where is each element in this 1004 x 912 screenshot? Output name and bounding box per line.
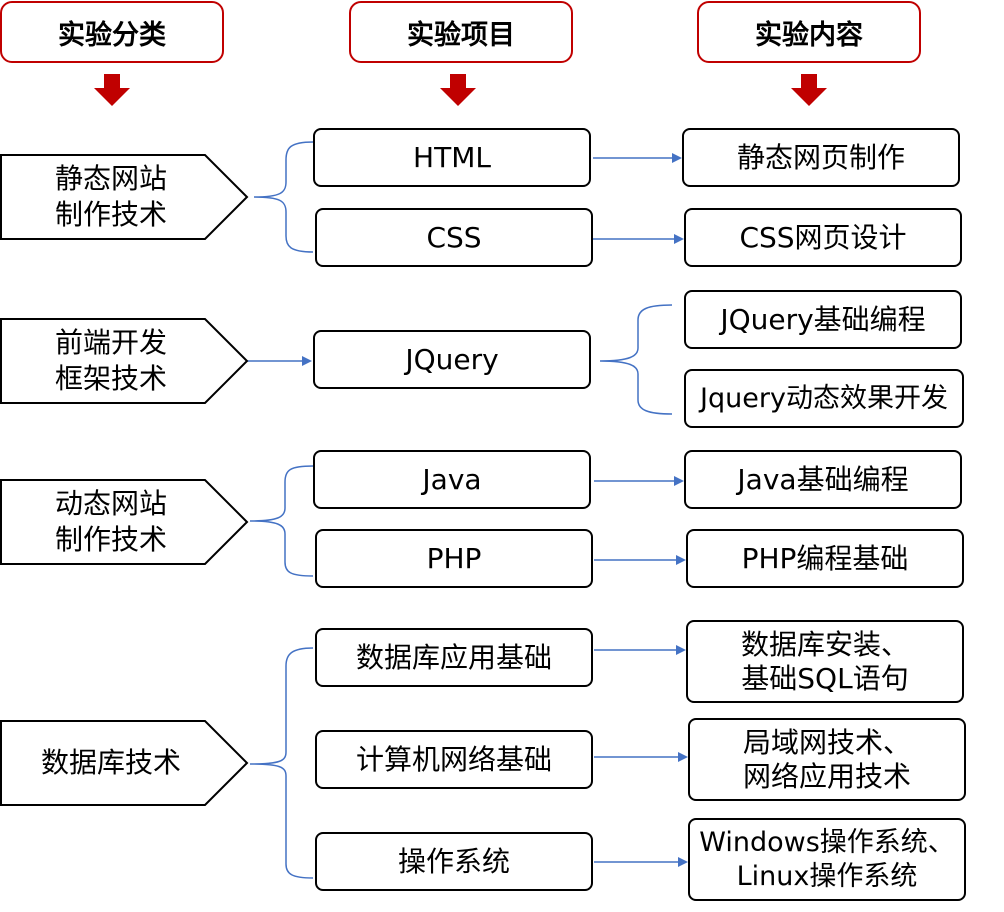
category-frontend: 前端开发 框架技术 — [0, 318, 250, 404]
project-network-basics: 计算机网络基础 — [315, 730, 593, 789]
bracket-database — [249, 647, 314, 879]
project-css: CSS — [315, 208, 593, 267]
project-html: HTML — [313, 128, 591, 187]
header-project: 实验项目 — [349, 1, 573, 63]
arrowhead-db — [676, 645, 686, 655]
content-php-basics: PHP编程基础 — [686, 529, 964, 588]
category-label: 动态网站 制作技术 — [54, 487, 167, 556]
category-label: 前端开发 框架技术 — [54, 326, 167, 395]
down-arrow-project — [440, 74, 476, 106]
category-label: 数据库技术 — [40, 746, 181, 779]
arrowhead-html — [672, 153, 682, 163]
content-lan-network: 局域网技术、 网络应用技术 — [688, 718, 966, 801]
category-static-web: 静态网站 制作技术 — [0, 154, 250, 240]
content-db-install-sql: 数据库安装、 基础SQL语句 — [686, 620, 964, 703]
content-jquery-effects: Jquery动态效果开发 — [684, 369, 964, 428]
arrowhead-network — [678, 752, 688, 762]
content-java-basics: Java基础编程 — [684, 450, 962, 509]
project-database-basics: 数据库应用基础 — [315, 628, 593, 687]
content-css-design: CSS网页设计 — [684, 208, 962, 267]
bracket-static — [253, 141, 314, 253]
project-java: Java — [313, 450, 591, 509]
content-jquery-basics: JQuery基础编程 — [684, 290, 962, 349]
arrowhead-jquery — [302, 356, 312, 366]
arrowhead-java — [674, 476, 684, 486]
header-content: 实验内容 — [697, 1, 921, 63]
category-label: 静态网站 制作技术 — [54, 162, 167, 231]
down-arrow-content — [791, 74, 827, 106]
down-arrow-category — [94, 74, 130, 106]
content-static-page: 静态网页制作 — [682, 128, 960, 187]
arrowhead-os — [678, 857, 688, 867]
bracket-dynamic — [249, 465, 314, 577]
bracket-jquery — [599, 304, 673, 415]
category-database: 数据库技术 — [0, 720, 250, 806]
header-category: 实验分类 — [0, 1, 224, 63]
project-jquery: JQuery — [313, 330, 591, 389]
category-dynamic-web: 动态网站 制作技术 — [0, 479, 250, 565]
project-php: PHP — [315, 529, 593, 588]
project-operating-system: 操作系统 — [315, 832, 593, 891]
content-windows-linux: Windows操作系统、 Linux操作系统 — [688, 818, 966, 901]
arrowhead-php — [676, 555, 686, 565]
arrowhead-css — [674, 234, 684, 244]
